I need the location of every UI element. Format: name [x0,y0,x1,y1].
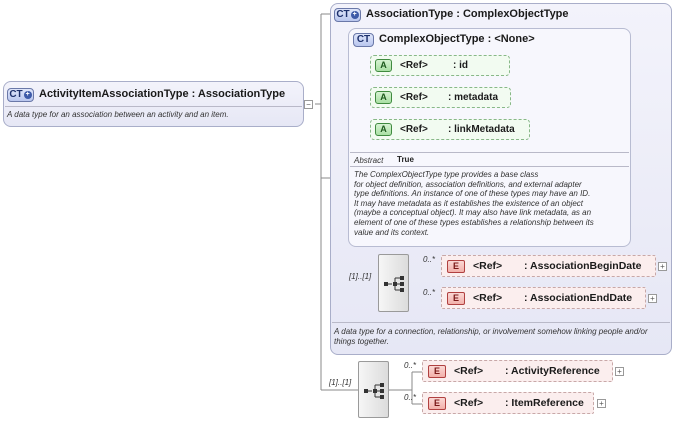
element-activity-reference[interactable]: E <Ref> : ActivityReference [422,360,613,382]
description-line: for object definition, association defin… [354,179,582,189]
description-line: The ComplexObjectType type provides a ba… [354,170,539,179]
complex-type-icon: CT+ [7,88,34,102]
attribute-link-metadata[interactable]: A <Ref> : linkMetadata [370,119,530,140]
element-cardinality: 0..* [404,361,417,370]
root-complex-type-box[interactable] [3,81,304,127]
element-icon: E [428,365,446,378]
description-line: element of one of these types establishe… [354,217,594,227]
expand-icon[interactable]: + [648,294,657,303]
attribute-ref: <Ref> [400,92,428,103]
sequence-cardinality: [1]..[1] [329,378,352,387]
attribute-ref: <Ref> [400,124,428,135]
expand-icon[interactable]: + [615,367,624,376]
element-ref: <Ref> [454,365,484,377]
element-icon: E [447,260,465,273]
attribute-name: : linkMetadata [448,124,515,135]
attribute-metadata[interactable]: A <Ref> : metadata [370,87,511,108]
description-line: (maybe a conceptual object). It may also… [354,208,592,218]
association-type-description: A data type for a connection, relationsh… [334,327,648,346]
plus-icon: + [23,91,32,99]
attribute-name: : id [453,60,468,71]
divider [350,166,629,167]
divider [332,322,670,323]
divider [5,106,302,107]
description-line: value and its context. [354,227,430,237]
root-description: A data type for an association between a… [7,110,229,119]
complex-type-icon: CT+ [334,8,361,22]
collapse-icon[interactable]: − [304,100,313,109]
element-name: : AssociationBeginDate [524,260,642,272]
element-association-begin-date[interactable]: E <Ref> : AssociationBeginDate [441,255,656,277]
element-name: : AssociationEndDate [524,292,633,304]
element-name: : ActivityReference [505,365,600,377]
expand-icon[interactable]: + [658,262,667,271]
sequence-icon [384,276,404,292]
element-ref: <Ref> [473,292,503,304]
expand-icon[interactable]: + [597,399,606,408]
association-type-title: AssociationType : ComplexObjectType [366,8,569,20]
attribute-icon: A [375,59,392,72]
divider [350,152,629,153]
sequence-cardinality: [1]..[1] [349,272,372,281]
abstract-label: Abstract [354,156,384,165]
attribute-icon: A [375,123,392,136]
sequence-icon [364,383,384,399]
element-cardinality: 0..* [423,288,436,297]
element-icon: E [447,292,465,305]
attribute-name: : metadata [448,92,499,103]
complex-type-icon: CT [353,33,374,47]
element-name: : ItemReference [505,397,584,409]
element-cardinality: 0..* [423,255,436,264]
plus-icon: + [350,11,359,19]
element-ref: <Ref> [473,260,503,272]
attribute-ref: <Ref> [400,60,428,71]
description-line: It may have metadata as it establishes t… [354,198,584,208]
attribute-id[interactable]: A <Ref> : id [370,55,510,76]
complex-object-type-description: The ComplexObjectType type provides a ba… [354,170,629,237]
complex-object-type-title: ComplexObjectType : <None> [379,33,535,45]
element-ref: <Ref> [454,397,484,409]
sequence-compositor[interactable] [378,254,409,312]
abstract-value: True [397,155,414,164]
element-cardinality: 0..* [404,393,417,402]
root-title: ActivityItemAssociationType : Associatio… [39,88,286,100]
element-icon: E [428,397,446,410]
element-item-reference[interactable]: E <Ref> : ItemReference [422,392,594,414]
sequence-compositor[interactable] [358,361,389,418]
element-association-end-date[interactable]: E <Ref> : AssociationEndDate [441,287,646,309]
description-line: type definitions. An instance of one of … [354,189,591,199]
attribute-icon: A [375,91,392,104]
